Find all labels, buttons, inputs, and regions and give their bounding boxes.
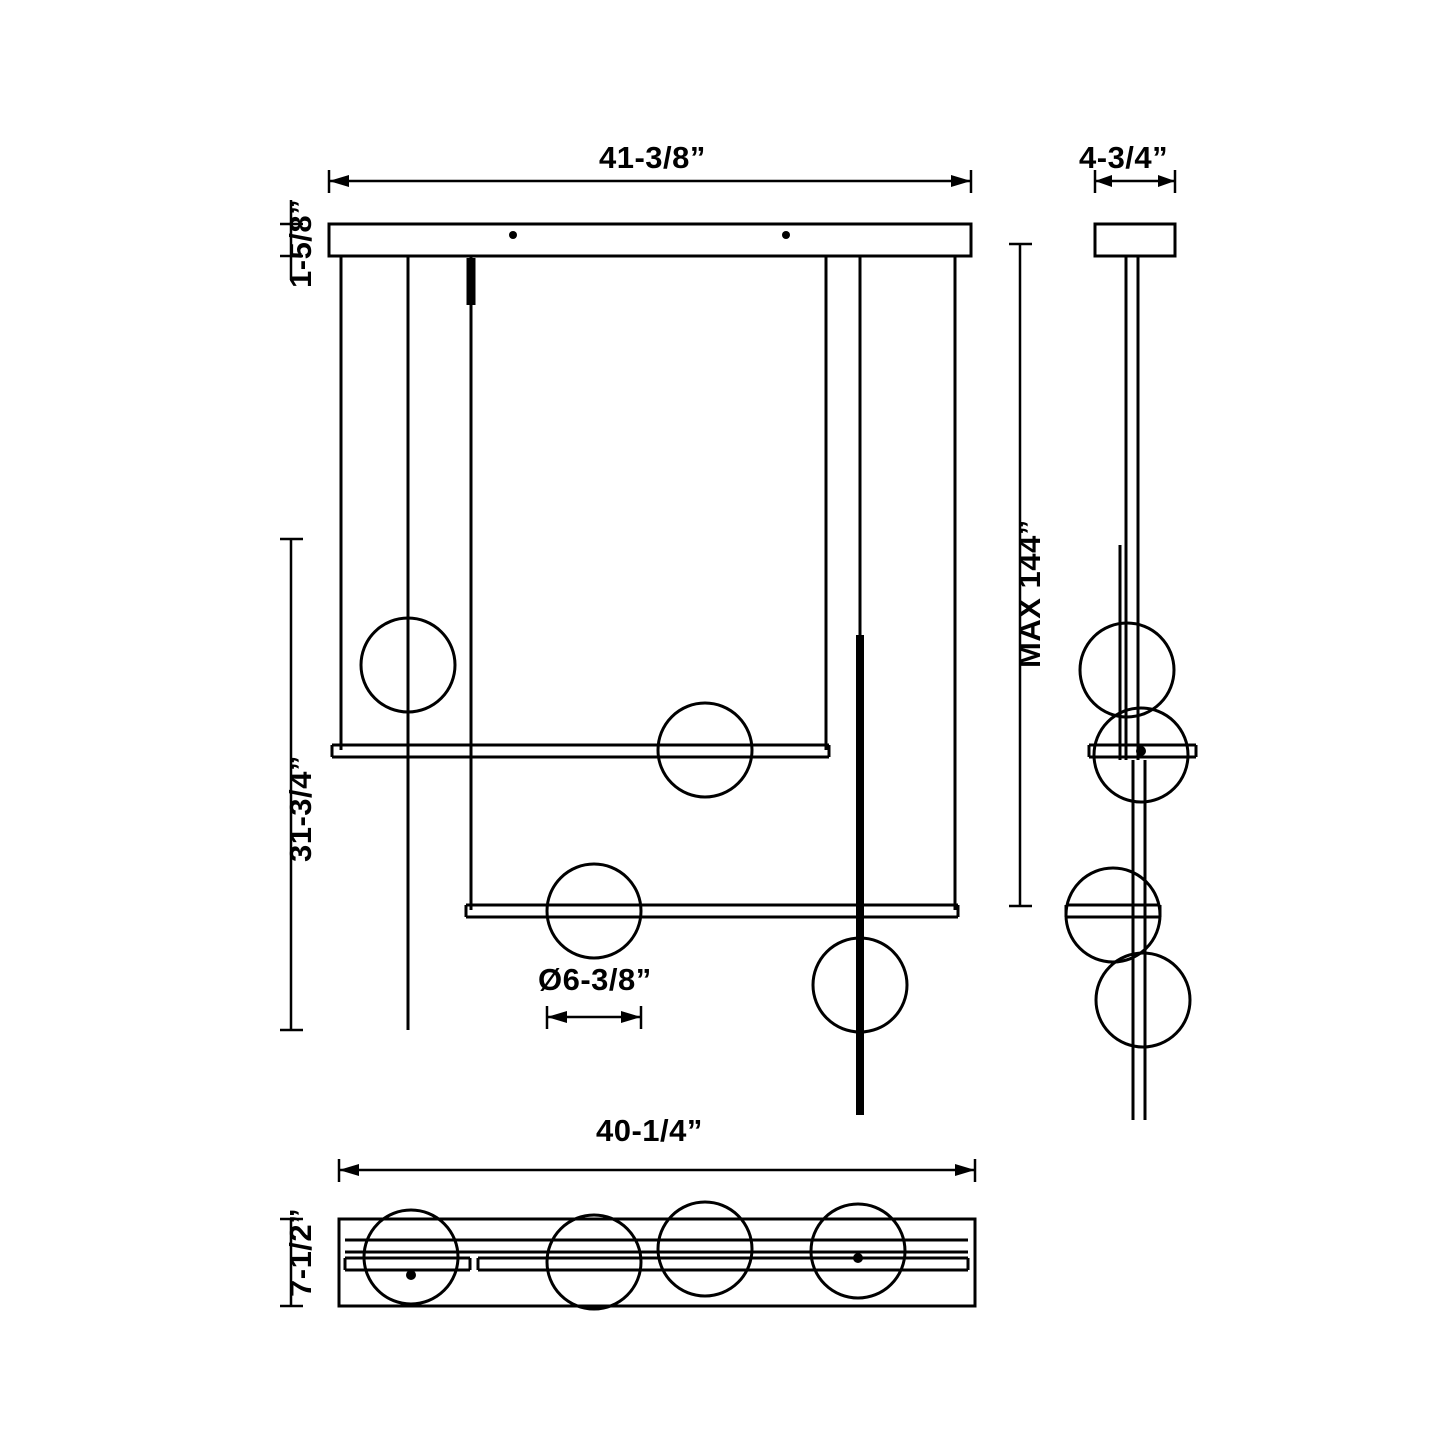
- globe-side-2: [1092, 706, 1190, 804]
- plan-body: [337, 1217, 977, 1308]
- globe-plan-3: [656, 1200, 754, 1298]
- dim-front-drop: [280, 537, 303, 1032]
- horizontal-bar-lower: [464, 903, 960, 919]
- dim-side-width: [1093, 170, 1177, 193]
- dim-label-plan-width: 40-1/4”: [596, 1113, 703, 1148]
- dim-globe-diameter: [545, 1006, 643, 1029]
- globe-side-4: [1094, 951, 1192, 1049]
- globe-plan-4: [809, 1202, 907, 1300]
- dim-label-canopy-height: 1-5/8”: [283, 198, 318, 288]
- canopy-hole-left: [509, 231, 517, 239]
- globe-plan-2: [545, 1213, 643, 1311]
- canopy-hole-right: [782, 231, 790, 239]
- dim-canopy-height: [280, 200, 303, 280]
- dim-plan-width: [337, 1159, 977, 1182]
- globe-front-2: [656, 701, 754, 799]
- horizontal-bar-upper: [330, 743, 831, 759]
- globe-side-1: [1078, 621, 1176, 719]
- globe-front-3: [545, 862, 643, 960]
- side-bar-upper: [1087, 743, 1198, 759]
- dim-max-drop: [1009, 242, 1032, 908]
- dim-label-globe-diameter: Ø6-3/8”: [538, 962, 652, 997]
- dim-label-plan-depth: 7-1/2”: [283, 1207, 318, 1297]
- dim-label-side-width: 4-3/4”: [1079, 140, 1169, 175]
- side-bar-lower: [1064, 903, 1162, 919]
- dim-label-front-drop: 31-3/4”: [283, 755, 318, 862]
- canopy-side: [1093, 222, 1177, 258]
- dim-label-front-width: 41-3/8”: [599, 140, 706, 175]
- dim-label-max-drop: MAX 144”: [1012, 519, 1047, 668]
- globe-plan-1: [362, 1208, 460, 1306]
- dim-front-width: [327, 170, 973, 193]
- canopy-front: [327, 222, 973, 258]
- side-bar-upper-hole: [1136, 746, 1146, 756]
- dim-plan-depth: [280, 1217, 303, 1308]
- globe-plan-4-hole: [853, 1253, 863, 1263]
- globe-plan-1-hole: [406, 1270, 416, 1280]
